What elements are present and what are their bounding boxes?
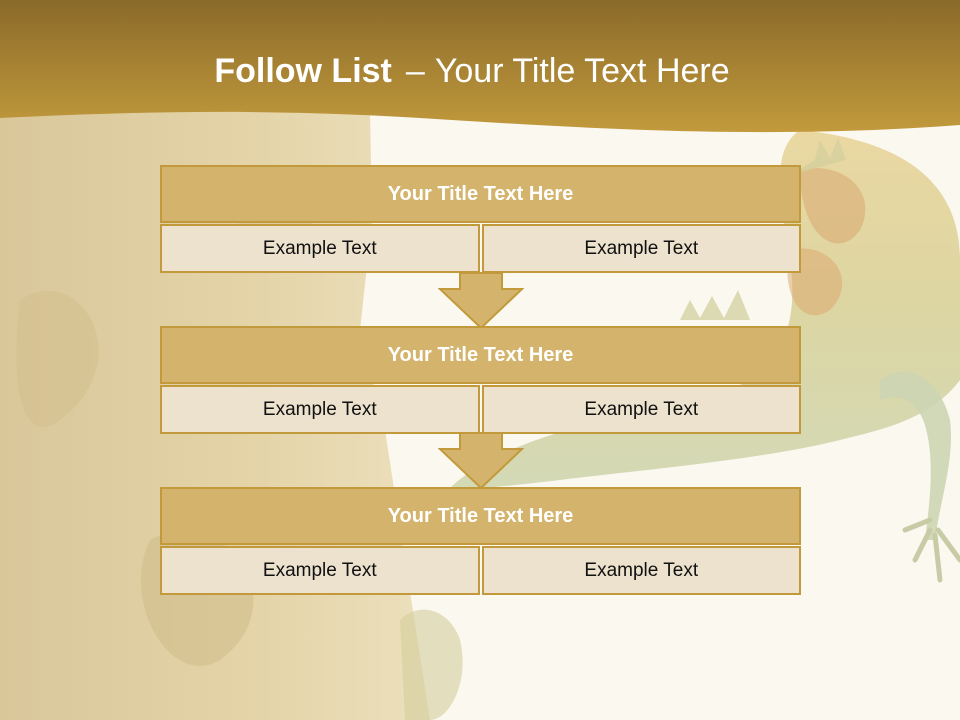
list-block-3: Your Title Text Here Example Text Exampl… xyxy=(160,487,801,595)
block-cell-left: Example Text xyxy=(160,224,480,273)
title-rest-part: Your Title Text Here xyxy=(434,52,730,90)
block-title: Your Title Text Here xyxy=(160,487,801,545)
title-band: Follow List–Your Title Text Here xyxy=(0,0,960,140)
title-band-shape xyxy=(0,0,960,133)
block-cell-right: Example Text xyxy=(481,385,801,434)
title-bold-part: Follow List xyxy=(214,52,392,90)
block-cell-left: Example Text xyxy=(160,546,480,595)
down-arrow-icon xyxy=(438,272,524,330)
list-block-2: Your Title Text Here Example Text Exampl… xyxy=(160,326,801,434)
title-dash: – xyxy=(405,52,425,90)
list-block-1: Your Title Text Here Example Text Exampl… xyxy=(160,165,801,273)
block-row: Example Text Example Text xyxy=(160,224,801,273)
block-cell-right: Example Text xyxy=(481,224,801,273)
block-row: Example Text Example Text xyxy=(160,546,801,595)
block-title: Your Title Text Here xyxy=(160,326,801,384)
slide-title: Follow List–Your Title Text Here xyxy=(0,52,944,91)
block-row: Example Text Example Text xyxy=(160,385,801,434)
block-cell-left: Example Text xyxy=(160,385,480,434)
down-arrow-icon xyxy=(438,432,524,490)
block-title: Your Title Text Here xyxy=(160,165,801,223)
block-cell-right: Example Text xyxy=(481,546,801,595)
